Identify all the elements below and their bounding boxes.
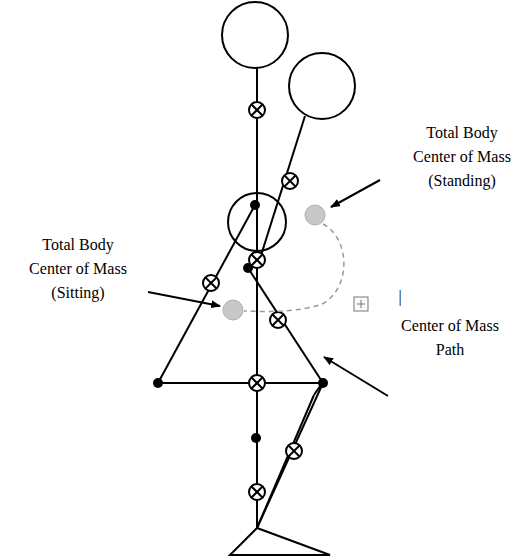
callout-label: Total Body Center of Mass (Standing)	[406, 121, 518, 193]
callout-label: Total Body Center of Mass (Sitting)	[22, 233, 134, 305]
callout-label: Center of Mass Path	[394, 314, 506, 362]
separator-mark: |	[385, 285, 415, 309]
